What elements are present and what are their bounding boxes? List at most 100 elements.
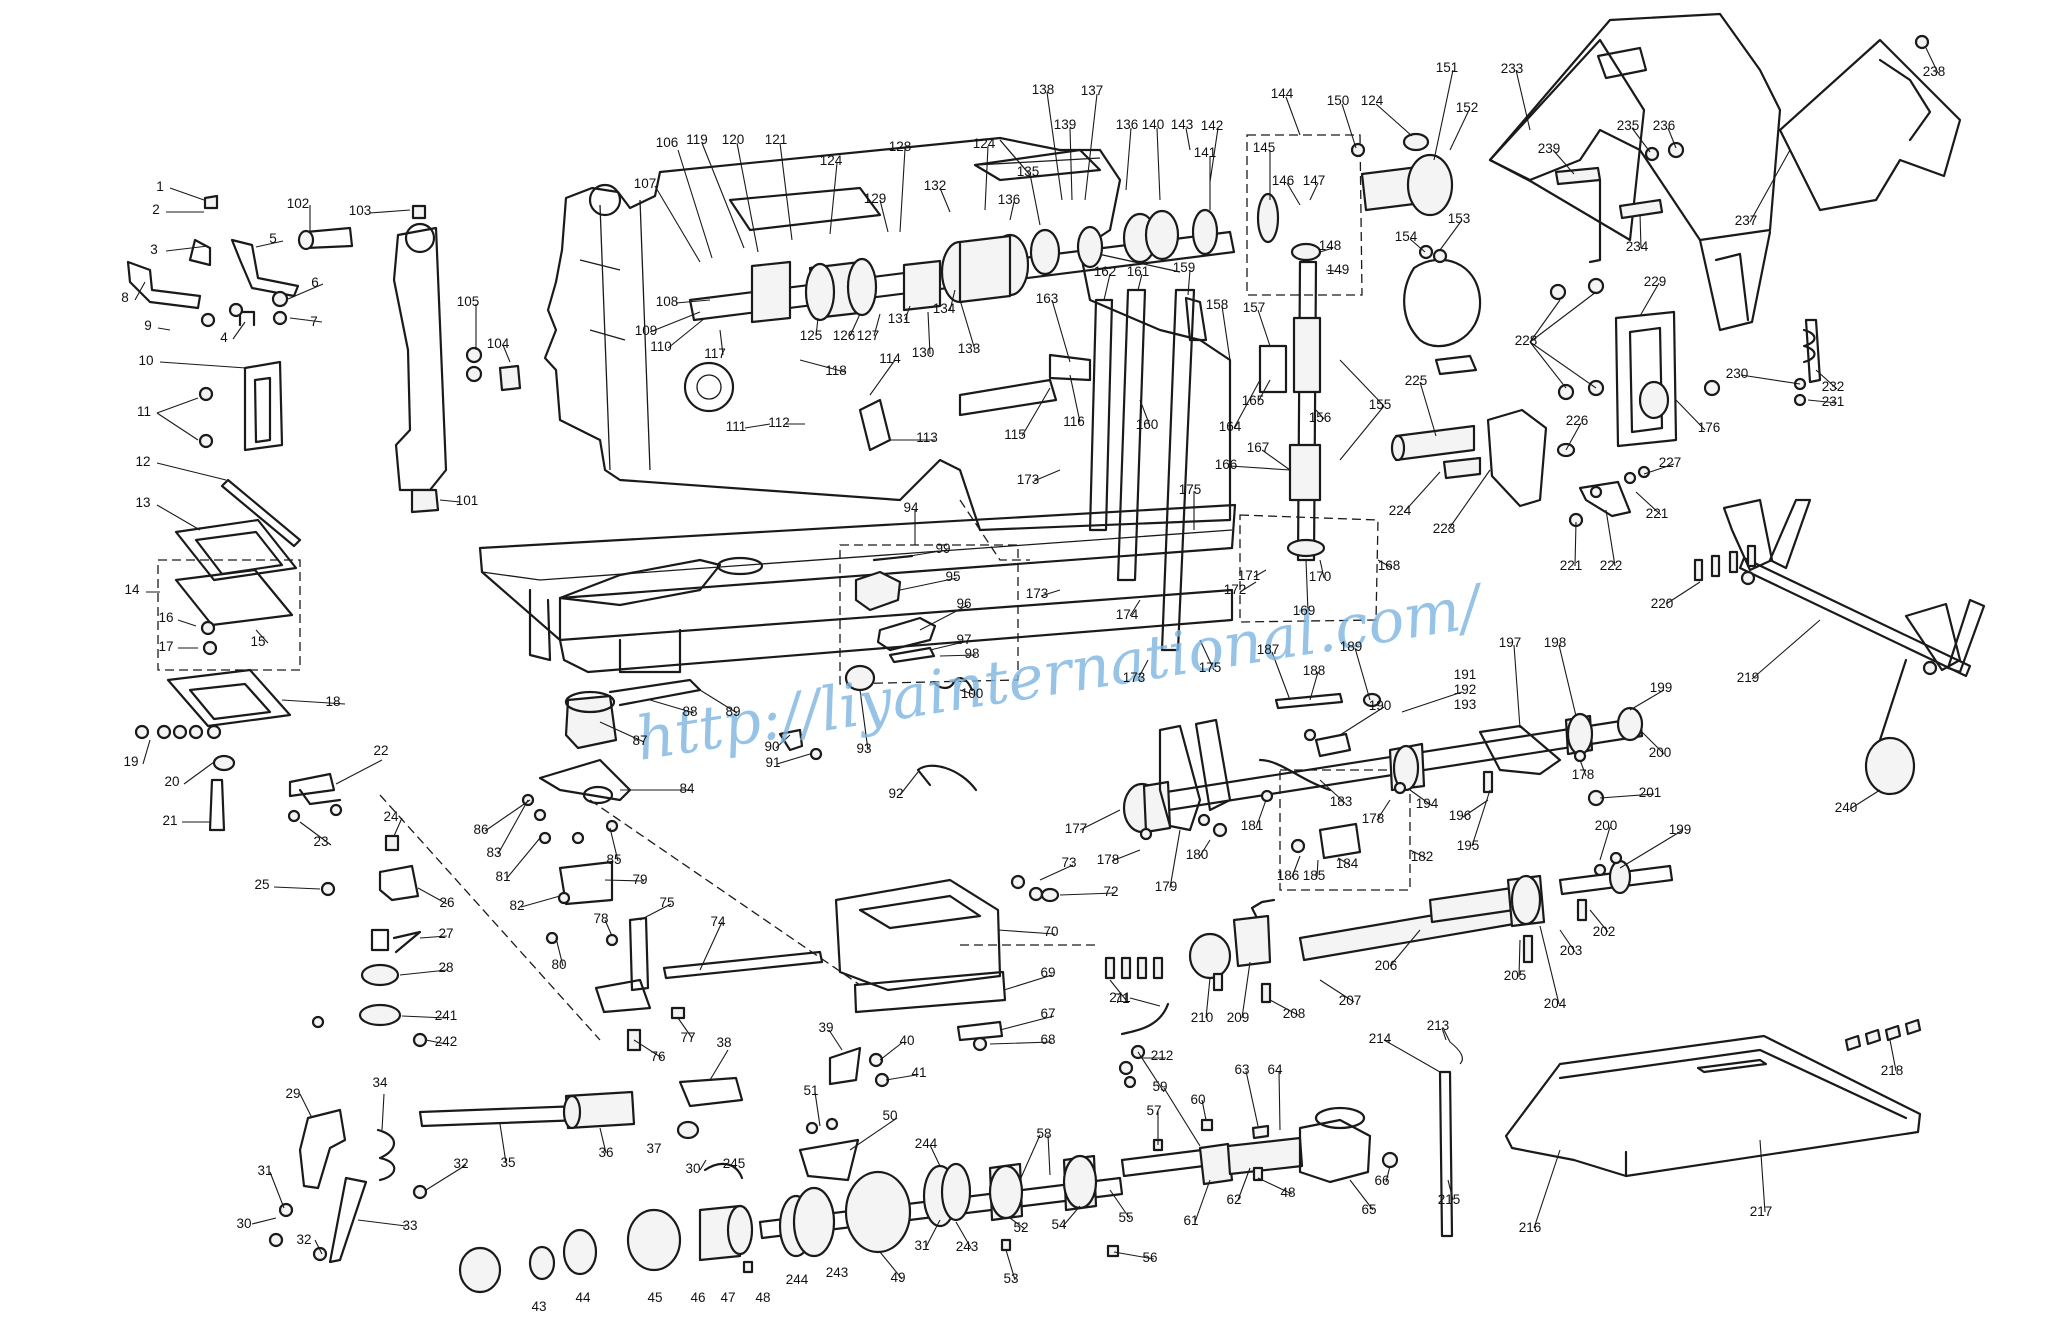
part-callout-c106: 106 bbox=[656, 135, 679, 150]
part-callout-c163: 163 bbox=[1036, 291, 1059, 306]
part-callout-c165: 165 bbox=[1242, 393, 1265, 408]
part-callout-c15: 15 bbox=[250, 634, 265, 649]
part-callout-c133: 133 bbox=[958, 341, 981, 356]
part-callout-c127: 127 bbox=[857, 328, 880, 343]
part-callout-c155: 155 bbox=[1369, 397, 1392, 412]
part-callout-c96: 96 bbox=[956, 596, 971, 611]
bed-cover-plate bbox=[1438, 1018, 1922, 1238]
part-callout-c4: 4 bbox=[220, 330, 228, 345]
part-callout-c189: 189 bbox=[1340, 639, 1363, 654]
part-callout-c12: 12 bbox=[135, 454, 150, 469]
part-callout-c121: 121 bbox=[765, 132, 788, 147]
part-callout-c211: 211 bbox=[1109, 990, 1131, 1005]
upper-main-shaft bbox=[688, 192, 1280, 324]
part-callout-c28: 28 bbox=[438, 960, 453, 975]
part-callout-c145: 145 bbox=[1253, 140, 1276, 155]
part-callout-c216: 216 bbox=[1519, 1220, 1542, 1235]
part-callout-c41: 41 bbox=[911, 1065, 926, 1080]
part-callout-c25: 25 bbox=[254, 877, 269, 892]
part-callout-c31b: 31 bbox=[914, 1238, 929, 1253]
part-callout-c92: 92 bbox=[888, 786, 903, 801]
part-callout-c18: 18 bbox=[325, 694, 340, 709]
part-callout-c120: 120 bbox=[722, 132, 745, 147]
part-callout-c105: 105 bbox=[457, 294, 480, 309]
part-callout-c218: 218 bbox=[1881, 1063, 1904, 1078]
part-callout-c171: 171 bbox=[1238, 568, 1261, 583]
arm-cover-plates bbox=[1488, 12, 1962, 332]
part-callout-c71: 71 bbox=[1114, 991, 1129, 1006]
part-callout-c221b: 221 bbox=[1646, 506, 1669, 521]
lower-shaft-assembly bbox=[268, 1002, 1399, 1294]
part-callout-c195: 195 bbox=[1457, 838, 1480, 853]
part-callout-c178c: 178 bbox=[1572, 767, 1595, 782]
part-callout-c69: 69 bbox=[1040, 965, 1055, 980]
part-callout-c141: 141 bbox=[1194, 145, 1217, 160]
part-callout-c54: 54 bbox=[1051, 1217, 1067, 1232]
part-callout-c228: 228 bbox=[1515, 333, 1538, 348]
part-callout-c102: 102 bbox=[287, 196, 310, 211]
part-callout-c203: 203 bbox=[1560, 943, 1583, 958]
part-callout-c178a: 178 bbox=[1097, 852, 1120, 867]
part-callout-c101: 101 bbox=[456, 493, 479, 508]
part-callout-c129: 129 bbox=[864, 191, 887, 206]
part-callout-c83: 83 bbox=[486, 845, 501, 860]
vertical-shaft-assembly bbox=[1258, 242, 1326, 562]
part-callout-c63: 63 bbox=[1234, 1062, 1249, 1077]
part-callout-c68: 68 bbox=[1040, 1032, 1055, 1047]
part-callout-c236: 236 bbox=[1653, 118, 1676, 133]
part-callout-c100: 100 bbox=[961, 686, 984, 701]
part-callout-c13: 13 bbox=[135, 495, 150, 510]
part-callout-c234: 234 bbox=[1626, 239, 1649, 254]
part-callout-c146: 146 bbox=[1272, 173, 1295, 188]
part-callout-c58: 58 bbox=[1036, 1126, 1051, 1141]
part-callout-c219: 219 bbox=[1737, 670, 1760, 685]
part-callout-c144: 144 bbox=[1271, 86, 1294, 101]
part-callout-c124b: 124 bbox=[973, 136, 996, 151]
part-callout-c162: 162 bbox=[1094, 264, 1117, 279]
part-callout-c196: 196 bbox=[1449, 808, 1472, 823]
part-callout-c45: 45 bbox=[647, 1290, 662, 1305]
part-callout-c77: 77 bbox=[680, 1030, 695, 1045]
screw-cluster-71 bbox=[1104, 956, 1164, 980]
part-callout-c173c: 173 bbox=[1123, 670, 1146, 685]
bed-plate bbox=[478, 503, 1237, 674]
part-callout-c244b: 244 bbox=[915, 1136, 938, 1151]
part-callout-c138: 138 bbox=[1032, 82, 1055, 97]
part-callout-c166: 166 bbox=[1215, 457, 1238, 472]
part-callout-c86: 86 bbox=[473, 822, 488, 837]
part-callout-c237: 237 bbox=[1735, 213, 1758, 228]
part-callout-c149: 149 bbox=[1327, 262, 1350, 277]
part-callout-c44: 44 bbox=[575, 1290, 591, 1305]
part-callout-c89: 89 bbox=[725, 704, 740, 719]
part-callout-c98: 98 bbox=[964, 646, 979, 661]
part-callout-c51: 51 bbox=[803, 1083, 818, 1098]
part-callout-c114: 114 bbox=[879, 351, 901, 366]
part-callout-c147: 147 bbox=[1303, 173, 1326, 188]
machine-arm-casting bbox=[543, 136, 1232, 532]
part-callout-c107: 107 bbox=[634, 176, 657, 191]
part-callout-c143: 143 bbox=[1171, 117, 1194, 132]
part-callout-c32b: 32 bbox=[296, 1232, 311, 1247]
part-callout-c16: 16 bbox=[158, 610, 173, 625]
part-callout-c239: 239 bbox=[1538, 141, 1561, 156]
part-callout-c245: 245 bbox=[723, 1156, 746, 1171]
group-outlines bbox=[157, 134, 1411, 1041]
part-callout-c212: 212 bbox=[1151, 1048, 1174, 1063]
part-callout-c37: 37 bbox=[646, 1141, 661, 1156]
part-callout-c199a: 199 bbox=[1650, 680, 1673, 695]
part-callout-c55: 55 bbox=[1118, 1210, 1133, 1225]
part-callout-c168: 168 bbox=[1378, 558, 1401, 573]
part-callout-c36: 36 bbox=[598, 1145, 613, 1160]
part-callout-c131: 131 bbox=[888, 311, 911, 326]
part-callout-c140: 140 bbox=[1142, 117, 1165, 132]
part-callout-c176: 176 bbox=[1698, 420, 1721, 435]
part-callout-c209: 209 bbox=[1227, 1010, 1250, 1025]
feed-frame-block bbox=[834, 874, 1060, 1052]
part-callout-c113: 113 bbox=[916, 430, 938, 445]
part-callout-c88: 88 bbox=[682, 704, 697, 719]
part-callout-c244a: 244 bbox=[786, 1272, 809, 1287]
part-callout-c30a: 30 bbox=[236, 1216, 251, 1231]
part-callout-c26: 26 bbox=[439, 895, 454, 910]
part-callout-c110: 110 bbox=[650, 339, 672, 354]
